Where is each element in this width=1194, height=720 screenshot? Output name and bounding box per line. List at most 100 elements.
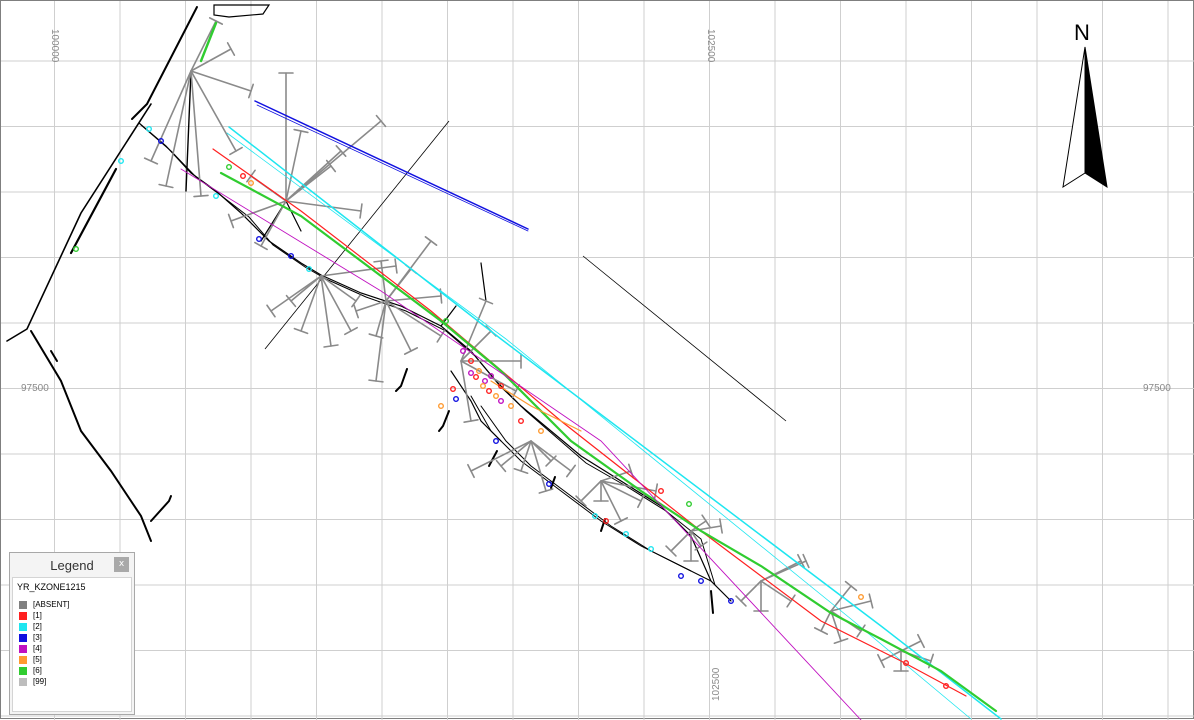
sample-point — [480, 383, 487, 390]
drillhole-collar-tick — [266, 304, 276, 318]
sample-point — [623, 531, 630, 538]
drillhole-collar-tick — [344, 326, 358, 336]
drillhole-trace — [460, 360, 472, 422]
drillhole-trace — [690, 525, 722, 532]
sample-point — [498, 398, 505, 405]
legend-header[interactable]: Legend x — [10, 553, 134, 577]
legend-item: [5] — [19, 654, 131, 665]
legend-swatch — [19, 655, 27, 664]
drillhole-collar-tick — [368, 333, 384, 339]
sample-point — [538, 428, 545, 435]
drillhole-trace — [190, 20, 217, 72]
legend-item: [ABSENT] — [19, 599, 131, 610]
sample-point — [145, 125, 152, 132]
north-arrow-icon — [1062, 46, 1086, 189]
sample-point — [239, 172, 246, 179]
drillhole-collar-tick — [424, 236, 438, 246]
legend-item: [1] — [19, 610, 131, 621]
sample-point — [72, 245, 79, 252]
north-arrow-dark-half — [1084, 46, 1108, 189]
legend-item-label: [99] — [33, 677, 47, 686]
drillhole-trace — [600, 480, 622, 522]
drillhole-trace — [150, 70, 192, 162]
drillhole-collar-tick — [877, 653, 885, 669]
drillhole-collar-tick — [856, 624, 866, 638]
drillhole-collar-tick — [513, 467, 529, 475]
sample-point — [438, 403, 445, 410]
legend-body: YR_KZONE1215 [ABSENT][1][2][3][4][5][6][… — [12, 577, 132, 712]
drillhole-trace — [760, 580, 792, 602]
sample-point — [288, 252, 295, 259]
legend-swatch — [19, 600, 27, 609]
sample-point — [212, 192, 219, 199]
drillhole-collar-tick — [226, 42, 236, 56]
drillhole-collar-tick — [403, 347, 419, 355]
drillhole-trace — [900, 640, 922, 652]
drillhole-trace — [320, 275, 332, 347]
drillhole-collar-tick — [478, 297, 494, 305]
drillhole-collar-tick — [285, 294, 297, 308]
legend-item-label: [6] — [33, 666, 42, 675]
drillhole-collar-tick — [637, 493, 645, 509]
drillhole-trace — [320, 265, 397, 277]
sample-points — [72, 125, 950, 690]
sample-point — [518, 418, 525, 425]
drillhole-trace — [820, 610, 832, 632]
drillhole-collar-tick — [335, 145, 347, 157]
legend-item-label: [2] — [33, 622, 42, 631]
drillhole-trace — [190, 70, 252, 92]
legend-item-label: [5] — [33, 655, 42, 664]
legend-panel[interactable]: Legend x YR_KZONE1215 [ABSENT][1][2][3] [… — [9, 552, 135, 715]
drillhole-collar-tick — [575, 495, 587, 507]
sample-point — [468, 370, 475, 377]
legend-item-label: [ABSENT] — [33, 600, 70, 609]
legend-swatch — [19, 644, 27, 653]
drillhole-trace — [355, 300, 387, 312]
drillhole-trace — [285, 165, 332, 202]
drillhole-collar-tick — [495, 459, 507, 473]
drillhole-collar-tick — [844, 580, 858, 592]
drillhole-collar-tick — [797, 553, 805, 569]
sample-point — [255, 235, 262, 242]
grid-label-easting-100000: 100000 — [49, 29, 60, 63]
legend-swatch — [19, 633, 27, 642]
grid-label-easting-102500-top: 102500 — [705, 29, 716, 63]
drillhole-trace — [520, 440, 532, 472]
sample-point — [450, 386, 457, 393]
drillhole-collar-tick — [813, 627, 829, 635]
drillhole-collar-tick — [665, 545, 677, 557]
drillhole-trace — [285, 200, 362, 212]
drillhole-trace — [375, 300, 387, 337]
drillhole-trace — [165, 70, 192, 187]
drillhole-collar-tick — [375, 114, 387, 128]
drillhole-trace — [285, 120, 382, 202]
drillhole-trace — [740, 580, 762, 602]
sample-point — [453, 396, 460, 403]
legend-title: Legend — [50, 558, 94, 573]
drillhole-trace — [285, 130, 302, 202]
drillhole-trace — [190, 48, 232, 72]
drillhole-trace — [460, 330, 492, 362]
sample-point — [508, 403, 515, 410]
legend-item: [3] — [19, 632, 131, 643]
drillhole-traces — [143, 17, 935, 672]
sample-point — [468, 358, 475, 365]
drillhole-collar-tick — [208, 17, 224, 25]
legend-close-button[interactable]: x — [114, 557, 129, 572]
sample-point — [943, 683, 950, 690]
drillhole-collar-tick — [143, 157, 159, 165]
sample-point — [117, 157, 124, 164]
drillhole-collar-tick — [373, 259, 389, 263]
legend-item: [2] — [19, 621, 131, 632]
legend-swatch — [19, 622, 27, 631]
sample-point — [592, 513, 599, 520]
drillhole-collar-tick — [719, 518, 723, 534]
sample-point — [493, 393, 500, 400]
drillhole-collar-tick — [565, 464, 577, 478]
drillhole-collar-tick — [394, 258, 398, 274]
legend-field-name: YR_KZONE1215 — [17, 582, 86, 592]
drillhole-trace — [260, 200, 287, 247]
drillhole-collar-tick — [227, 213, 235, 229]
